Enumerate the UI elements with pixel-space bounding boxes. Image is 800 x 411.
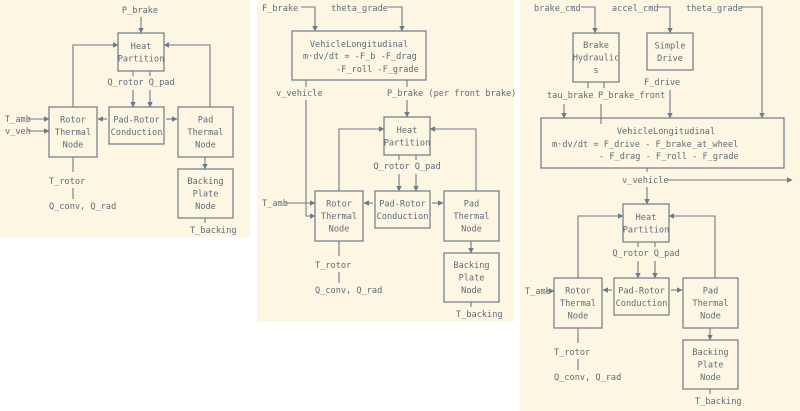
pad-rotor-conduction-block <box>108 106 165 145</box>
vehicle-equation-line-1: m·dv/dt = F_drive - F_brake_at_wheel <box>552 140 738 150</box>
f-brake-arrow <box>301 6 318 32</box>
panel-3-background <box>520 0 800 411</box>
heat-flow-labels: Q_rotor Q_pad <box>373 162 440 172</box>
vehicle-title: VehicleLongitudinal <box>310 40 408 50</box>
t-backing-label: T_backing <box>695 397 742 407</box>
brake-hydraulics-block-label: s <box>593 66 598 76</box>
heat-partition-block-label: Partition <box>118 54 165 64</box>
rotor-feedback-arrow <box>72 42 119 107</box>
vehicle-title: VehicleLongitudinal <box>617 127 715 137</box>
backing-plate-node-block-label: Node <box>195 202 216 212</box>
pad-feedback-arrow <box>429 126 477 191</box>
pad-rotor-conduction-block-label: Conduction <box>616 299 668 309</box>
pad-rotor-conduction-block-label: Pad-Rotor <box>379 199 426 209</box>
vehicle-equation-line-2: - F_drag - F_roll - F_grade <box>599 152 739 162</box>
p-brake-input-label: P_brake <box>122 6 158 16</box>
v-vehicle-label: v_vehicle <box>276 89 323 99</box>
vehicle-equation-line-1: m·dv/dt = -F_b -F_drag <box>303 52 417 62</box>
pad-thermal-node-block-label: Thermal <box>692 299 728 309</box>
pad-rotor-conduction-block-label: Pad-Rotor <box>618 286 665 296</box>
p-brake-front-label: P_brake_front <box>598 91 665 101</box>
rotor-thermal-node-block-label: Node <box>329 225 350 235</box>
rotor-thermal-node-block-label: Node <box>63 141 84 151</box>
v-vehicle-label: v_vehicle <box>622 176 669 186</box>
heat-partition-block-label: Heat <box>636 213 657 223</box>
rotor-thermal-node-block-label: Rotor <box>565 287 591 297</box>
backing-plate-node-block-label: Node <box>700 373 721 383</box>
heat-partition-block-label: Heat <box>131 42 152 52</box>
heat-partition-block-label: Heat <box>397 126 418 136</box>
pad-rotor-conduction-block <box>613 277 670 316</box>
pad-feedback-arrow <box>668 213 716 278</box>
panel-2-background <box>257 0 514 322</box>
backing-plate-node-block-label: Backing <box>453 261 489 271</box>
t-amb-input-label: T_amb <box>525 287 551 297</box>
brake-hydraulics-block-label: Hydraulic <box>573 54 620 64</box>
vehicle-longitudinal-block <box>291 30 427 81</box>
brake-cmd-arrow <box>581 6 598 34</box>
t-backing-label: T_backing <box>456 310 503 320</box>
backing-plate-node-block-label: Backing <box>187 177 223 187</box>
pad-thermal-node-block-label: Node <box>195 141 216 151</box>
brake-hydraulics-block-label: Brake <box>583 41 609 51</box>
heat-flow-labels: Q_rotor Q_pad <box>612 249 679 259</box>
q-conv-rad-label: Q_conv, Q_rad <box>554 373 621 383</box>
t-rotor-label: T_rotor <box>554 348 590 358</box>
pad-thermal-node-block-label: Thermal <box>187 128 223 138</box>
pad-rotor-conduction-block-label: Pad-Rotor <box>113 115 160 125</box>
f-drive-label: F_drive <box>644 78 680 88</box>
backing-plate-node-block-label: Node <box>461 286 482 296</box>
pad-thermal-node-block-label: Node <box>700 312 721 322</box>
pad-rotor-conduction-block <box>374 190 431 229</box>
vehicle-longitudinal-block <box>540 117 785 169</box>
rotor-thermal-node-block-label: Thermal <box>560 299 596 309</box>
rotor-thermal-node-block-label: Rotor <box>326 200 352 210</box>
theta-grade-input-label: theta_grade <box>331 4 388 14</box>
pad-thermal-node-block-label: Node <box>461 225 482 235</box>
t-amb-input-label: T_amb <box>262 199 288 209</box>
backing-plate-node-block-label: Backing <box>692 348 728 358</box>
pad-thermal-node-block-label: Pad <box>703 287 719 297</box>
heat-flow-labels: Q_rotor Q_pad <box>107 78 174 88</box>
simple-drive-block <box>646 32 694 71</box>
brake-hydraulics-block <box>572 32 620 83</box>
rotor-thermal-node-block-label: Rotor <box>60 116 86 126</box>
simple-drive-block-label: Drive <box>657 54 683 64</box>
theta-grade-input-label: theta_grade <box>686 4 743 14</box>
theta-grade-arrow <box>388 6 405 32</box>
accel-cmd-arrow <box>658 6 673 34</box>
simple-drive-block-label: Simple <box>654 41 685 51</box>
rotor-feedback-arrow <box>577 213 624 278</box>
vehicle-equation-line-2: -F_roll -F_grade <box>336 65 419 75</box>
accel-cmd-input-label: accel_cmd <box>612 4 659 14</box>
tau-brake-label: tau_brake <box>547 91 594 101</box>
t-amb-input-label: T_amb <box>5 115 31 125</box>
pad-thermal-node-block-label: Pad <box>464 200 480 210</box>
rotor-thermal-node-block-label: Thermal <box>55 128 91 138</box>
pad-rotor-conduction-block-label: Conduction <box>111 128 163 138</box>
f-brake-input-label: F_brake <box>262 4 298 14</box>
v-veh-input-label: v_veh <box>5 127 31 137</box>
t-rotor-label: T_rotor <box>49 177 85 187</box>
brake-cmd-input-label: brake_cmd <box>534 4 581 14</box>
pad-thermal-node-block-label: Pad <box>198 116 214 126</box>
heat-partition-block-label: Partition <box>384 138 431 148</box>
theta-grade-arrow <box>741 6 765 119</box>
p-brake-label: P_brake (per front brake) <box>387 89 516 99</box>
rotor-thermal-node-block-label: Thermal <box>321 212 357 222</box>
t-backing-label: T_backing <box>190 226 237 236</box>
rotor-thermal-node-block-label: Node <box>568 312 589 322</box>
pad-thermal-node-block-label: Thermal <box>453 212 489 222</box>
rotor-feedback-arrow <box>338 126 385 191</box>
v-vehicle-arrow <box>305 100 316 219</box>
backing-plate-node-block-label: Plate <box>698 361 724 371</box>
pad-feedback-arrow <box>163 42 211 107</box>
backing-plate-node-block-label: Plate <box>459 274 485 284</box>
heat-partition-block-label: Partition <box>623 225 670 235</box>
q-conv-rad-label: Q_conv, Q_rad <box>49 202 116 212</box>
pad-rotor-conduction-block-label: Conduction <box>377 212 429 222</box>
q-conv-rad-label: Q_conv, Q_rad <box>315 286 382 296</box>
backing-plate-node-block-label: Plate <box>193 190 219 200</box>
t-rotor-label: T_rotor <box>315 261 351 271</box>
